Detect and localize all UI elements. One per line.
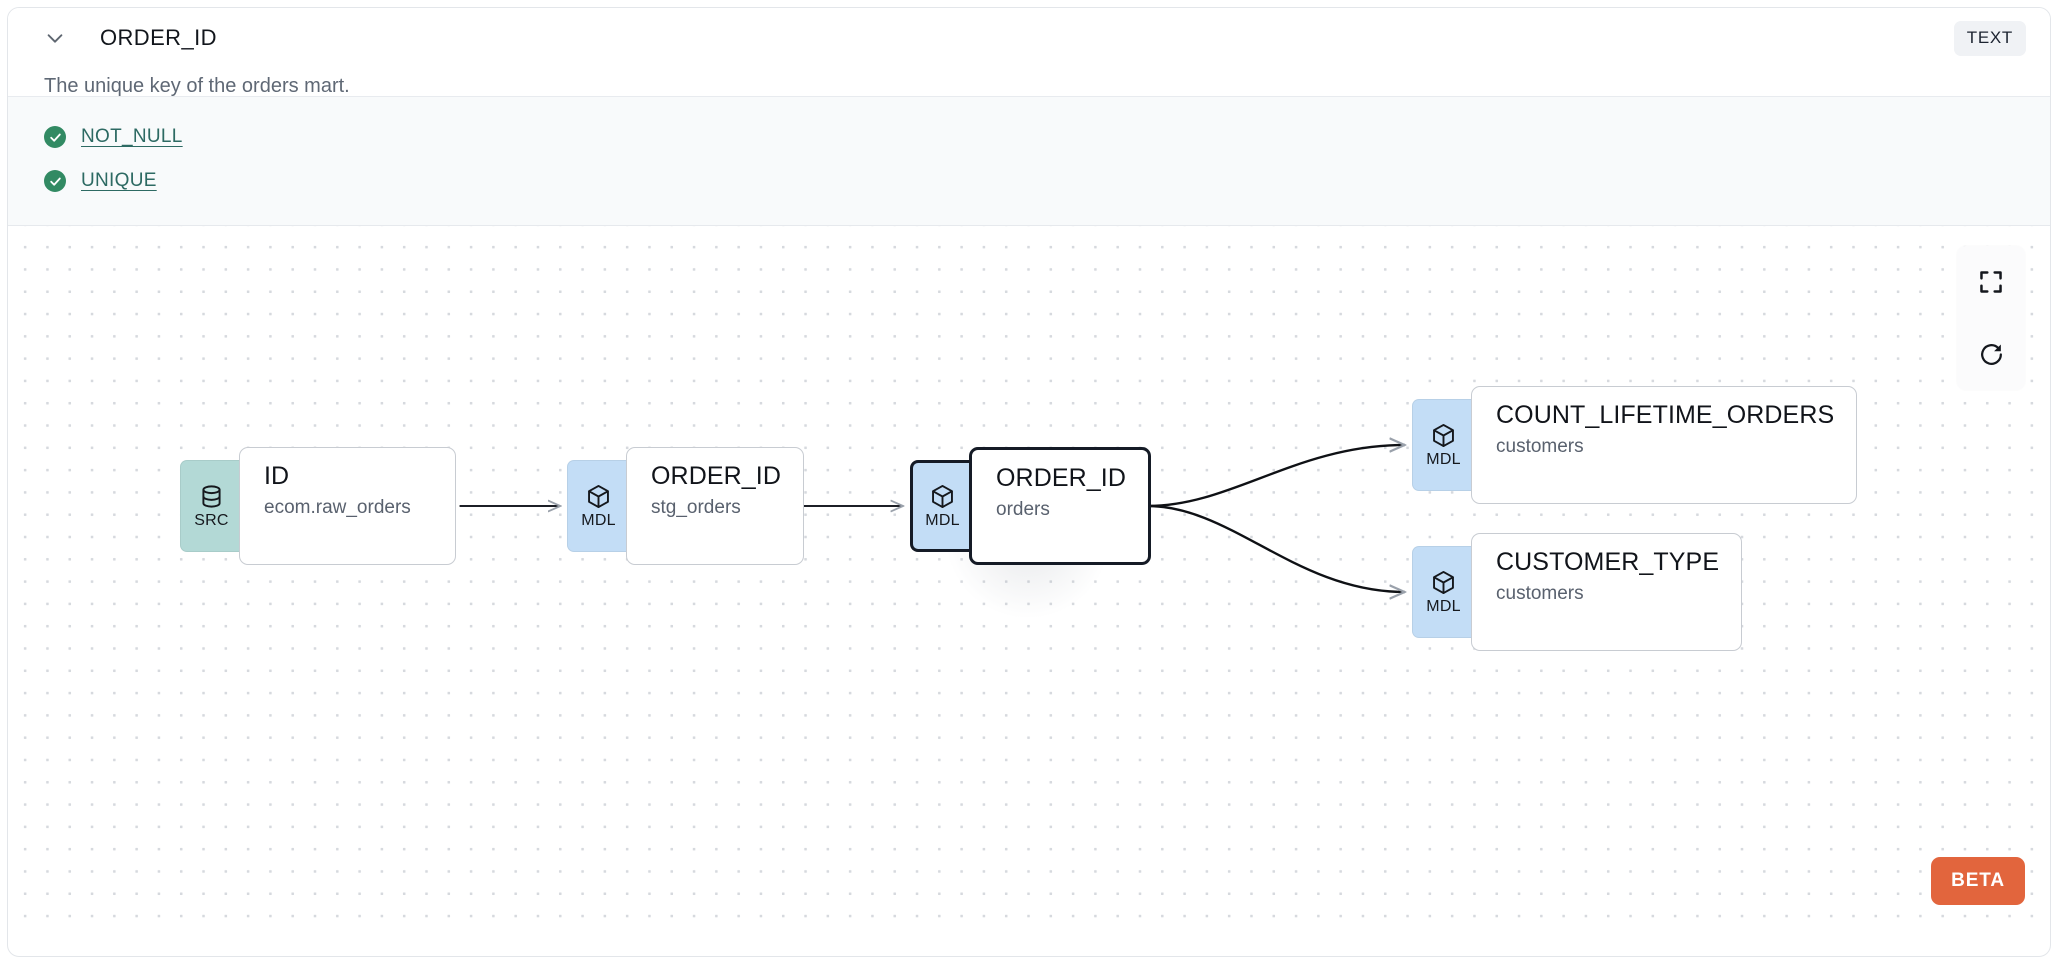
node-body: CUSTOMER_TYPE customers [1471,533,1743,651]
column-type-badge[interactable]: TEXT [1953,20,2026,56]
chevron-down-icon[interactable] [40,23,70,53]
node-column-name: CUSTOMER_TYPE [1496,548,1720,576]
node-model-name: ecom.raw_orders [264,496,411,518]
lineage-canvas[interactable]: SRC ID ecom.raw_orders MDL [8,226,2050,929]
canvas-controls [1957,246,2025,390]
node-badge-label: MDL [1426,598,1461,615]
test-link-unique[interactable]: UNIQUE [81,170,157,191]
lineage-node-count-lifetime-orders[interactable]: MDL COUNT_LIFETIME_ORDERS customers [1412,386,1858,504]
check-circle-icon [44,126,66,148]
node-model-name: orders [996,498,1050,520]
edge-orders-to-customer-type [1147,504,1405,592]
node-body: ID ecom.raw_orders [239,447,456,565]
column-header-row: ORDER_ID TEXT [8,8,2050,68]
node-badge-label: SRC [194,512,229,529]
lineage-node-customer-type[interactable]: MDL CUSTOMER_TYPE customers [1412,533,1743,651]
lineage-flow: SRC ID ecom.raw_orders MDL [8,226,2050,929]
column-header: ORDER_ID TEXT The unique key of the orde… [8,8,2050,97]
check-circle-icon [44,170,66,192]
node-badge-label: MDL [581,512,616,529]
node-column-name: ORDER_ID [651,462,781,490]
refresh-icon[interactable] [1957,318,2025,390]
node-badge-mdl: MDL [567,460,629,552]
column-detail-card: ORDER_ID TEXT The unique key of the orde… [7,7,2051,957]
test-row: UNIQUE [8,159,2050,203]
page-title: ORDER_ID [100,25,217,50]
node-model-name: stg_orders [651,496,741,518]
node-column-name: ORDER_ID [996,464,1126,492]
tests-section: NOT_NULL UNIQUE [8,96,2050,226]
node-badge-label: MDL [1426,451,1461,468]
node-badge-label: MDL [925,512,960,529]
fullscreen-icon[interactable] [1957,246,2025,318]
node-column-name: ID [264,462,290,490]
node-column-name: COUNT_LIFETIME_ORDERS [1496,401,1835,429]
test-link-not-null[interactable]: NOT_NULL [81,126,183,147]
node-badge-mdl: MDL [910,460,972,552]
edge-orders-to-count-lifetime-orders [1147,445,1405,508]
node-body: COUNT_LIFETIME_ORDERS customers [1471,386,1858,504]
lineage-node-stg-order-id[interactable]: MDL ORDER_ID stg_orders [567,447,804,565]
lineage-edges [459,226,2050,929]
node-badge-src: SRC [180,460,242,552]
node-badge-mdl: MDL [1412,399,1474,491]
node-model-name: customers [1496,435,1584,457]
node-body: ORDER_ID orders [969,447,1151,565]
node-badge-mdl: MDL [1412,546,1474,638]
node-model-name: customers [1496,582,1584,604]
lineage-node-src-id[interactable]: SRC ID ecom.raw_orders [180,447,456,565]
lineage-node-orders-order-id-selected[interactable]: MDL ORDER_ID orders [910,447,1151,565]
beta-badge[interactable]: BETA [1931,857,2025,905]
test-row: NOT_NULL [8,115,2050,159]
column-description: The unique key of the orders mart. [44,75,350,97]
node-body: ORDER_ID stg_orders [626,447,804,565]
